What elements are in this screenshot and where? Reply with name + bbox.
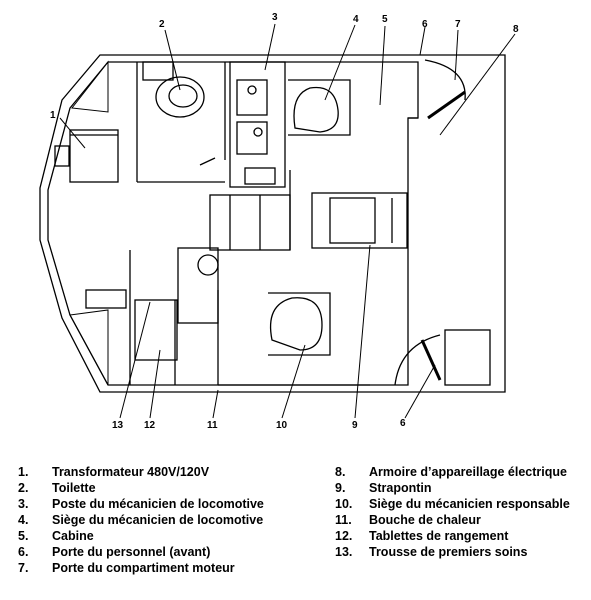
conductor-seat: [268, 292, 331, 356]
legend-right: 8.Armoire d’appareillage électrique 9.St…: [335, 465, 570, 559]
callout-7: 7: [455, 19, 461, 30]
engine-compartment-door: [424, 59, 466, 120]
callout-2: 2: [159, 19, 165, 30]
callout-11: 11: [207, 420, 218, 430]
callout-12: 12: [144, 420, 156, 430]
callout-6-bottom: 6: [400, 418, 406, 429]
nose-window-bottom: [69, 309, 109, 386]
first-aid-kit: [85, 289, 127, 309]
callout-9: 9: [352, 420, 358, 430]
jump-seat: [311, 192, 408, 249]
callout-13: 13: [112, 420, 124, 430]
legend-left: 1.Transformateur 480V/120V 2.Toilette 3.…: [18, 465, 264, 575]
stairwell: [209, 170, 291, 251]
engineer-console: [229, 61, 286, 188]
callout-3: 3: [272, 12, 278, 23]
callout-4: 4: [353, 14, 359, 25]
callout-5: 5: [382, 14, 388, 25]
cab-floor-plan: 1 2 3 4 5 6 7 8 13 12 11 10 9 6: [39, 12, 519, 430]
callout-8: 8: [513, 24, 519, 35]
toilet-room: [136, 61, 226, 183]
callout-1: 1: [50, 110, 56, 121]
storage-shelves: [134, 247, 219, 385]
front-personnel-door: [394, 329, 491, 386]
nose-window-top: [71, 60, 109, 113]
cab-outline: [39, 54, 506, 393]
engineer-seat: [288, 79, 351, 136]
transformer: [54, 129, 119, 183]
callout-10: 10: [276, 420, 288, 430]
callout-6-top: 6: [422, 19, 428, 30]
